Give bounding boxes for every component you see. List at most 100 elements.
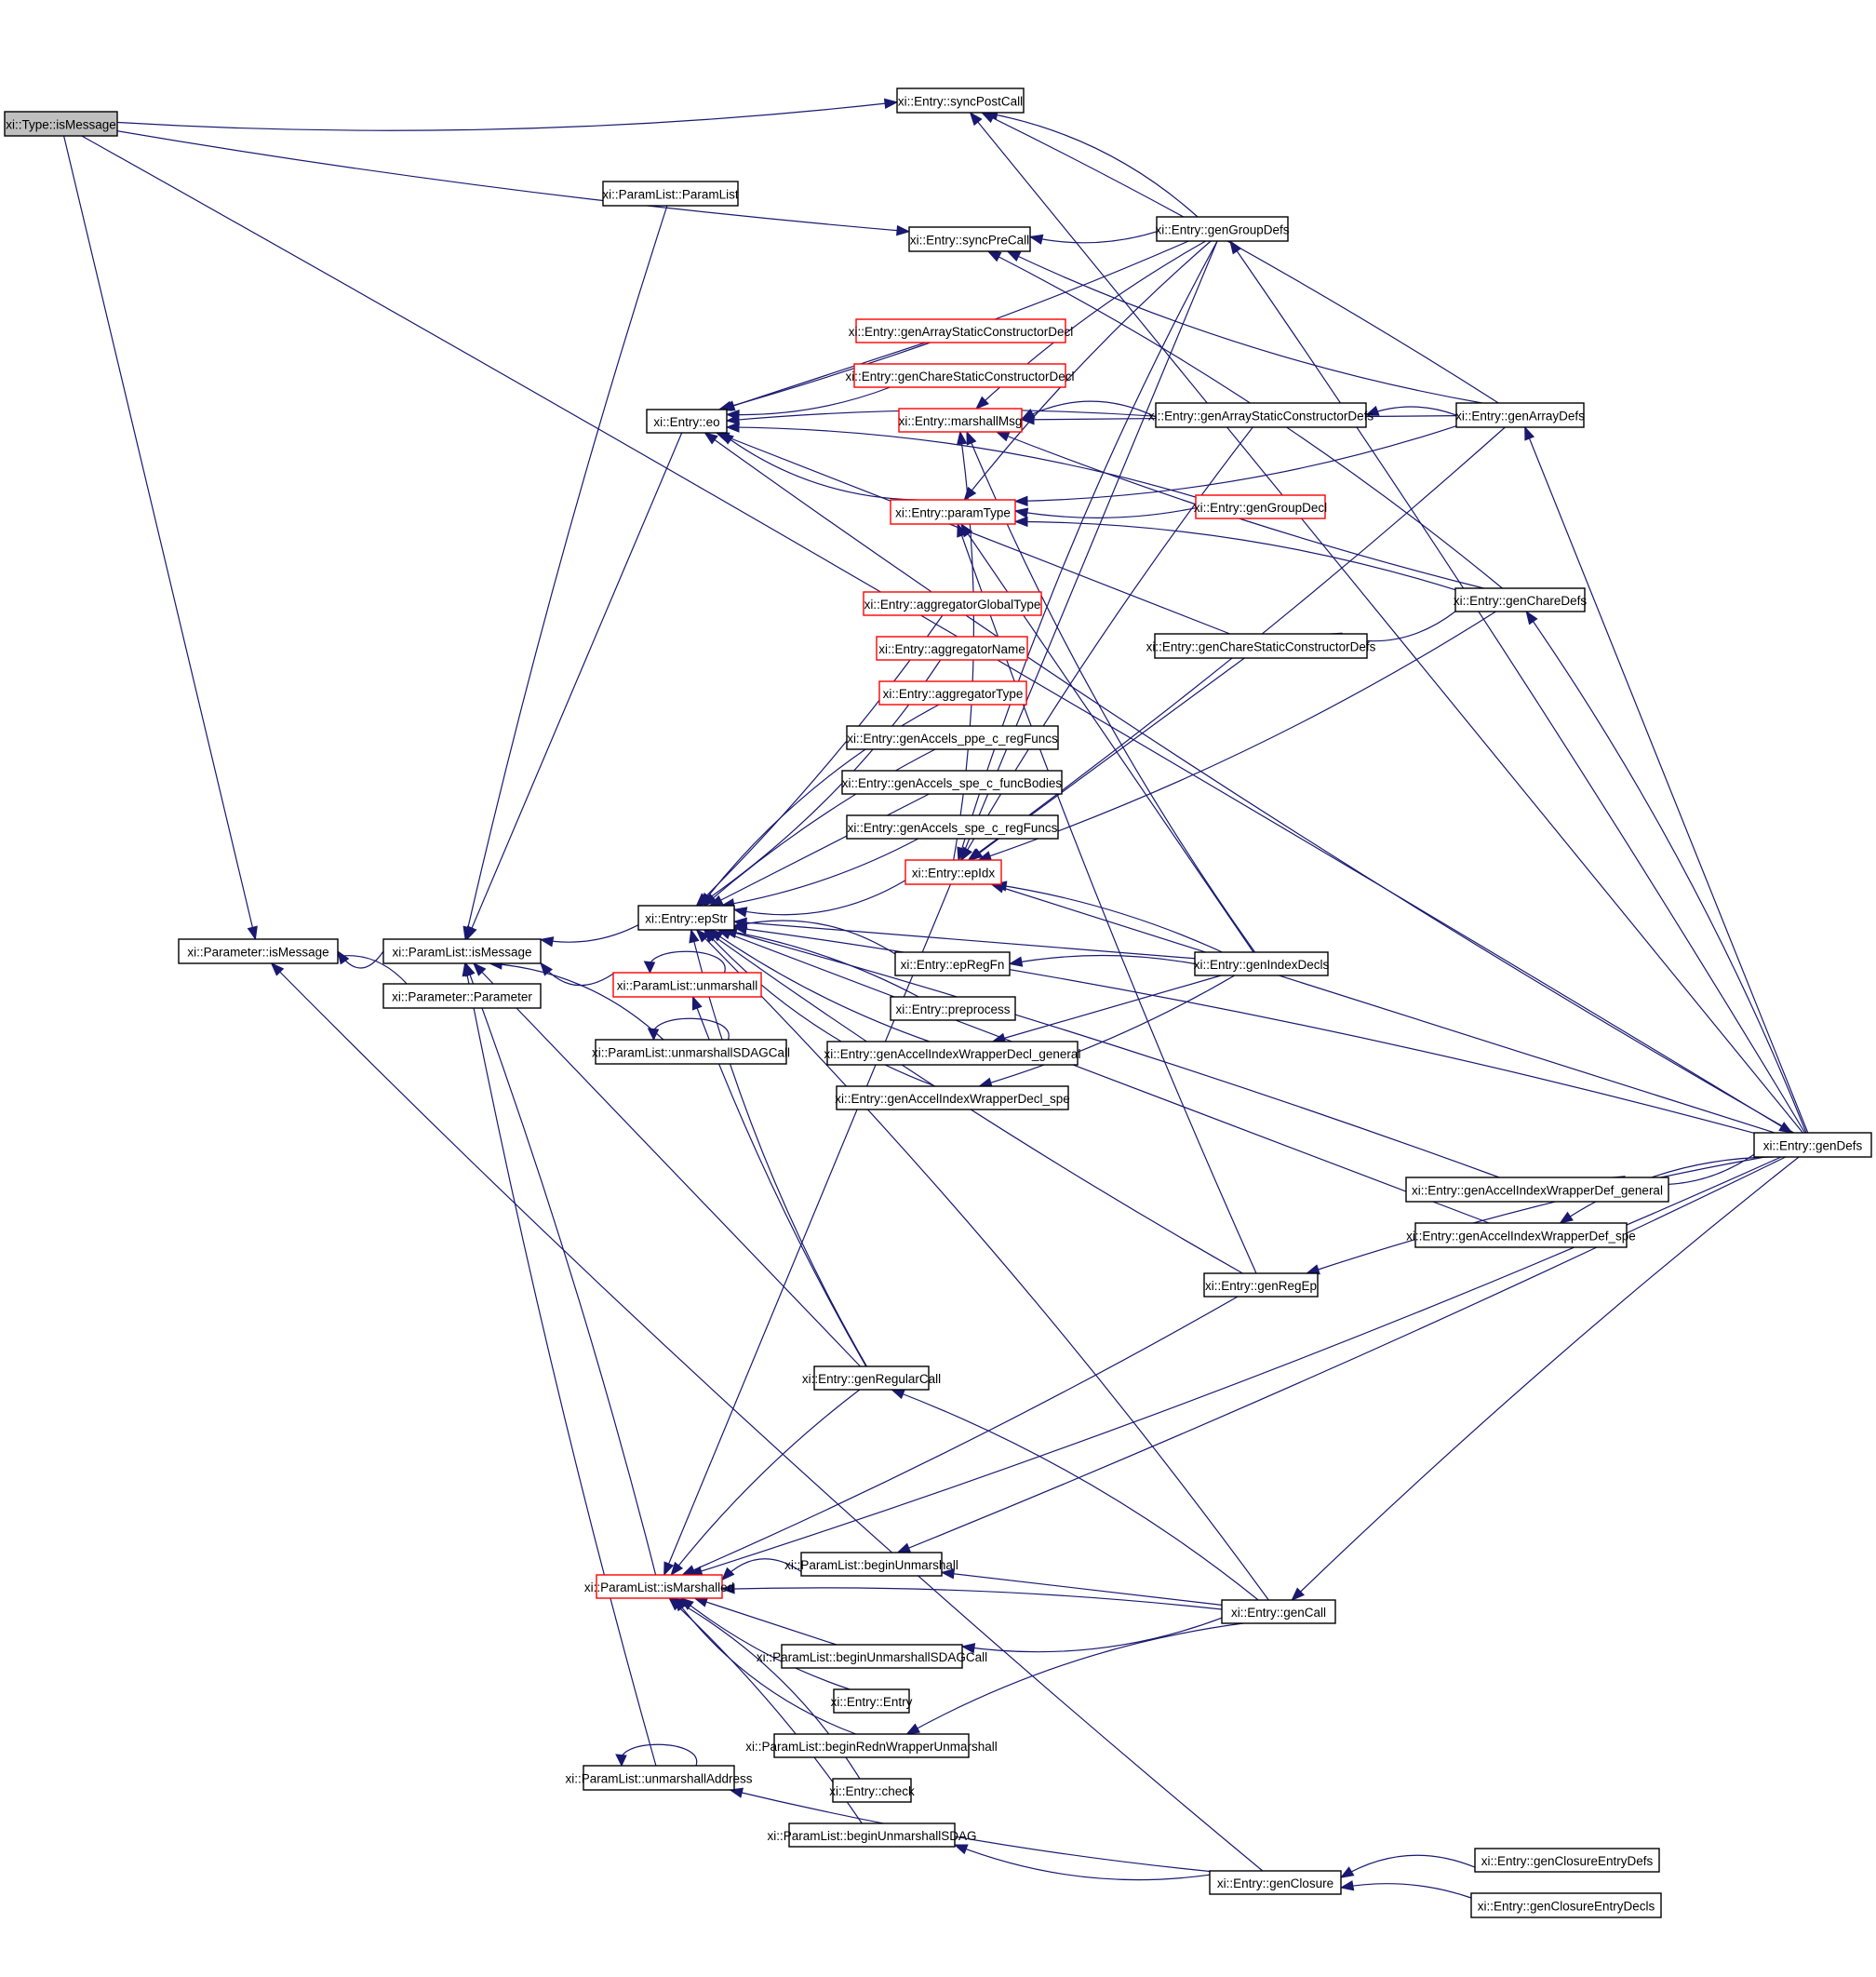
- node-ep-reg-fn[interactable]: xi::Entry::epRegFn: [894, 951, 1011, 976]
- node-is-marshalled[interactable]: xi::ParamList::isMarshalled: [584, 1574, 734, 1599]
- node-gen-chare-static-constructor-decl[interactable]: xi::Entry::genChareStaticConstructorDecl: [845, 363, 1075, 388]
- edge-arrowhead: [643, 961, 656, 975]
- node-parameter-ctor[interactable]: xi::Parameter::Parameter: [382, 983, 542, 1009]
- node-ep-idx[interactable]: xi::Entry::epIdx: [904, 859, 1002, 885]
- node-box: [583, 1765, 735, 1791]
- node-gen-accel-index-wrapper-decl-general[interactable]: xi::Entry::genAccelIndexWrapperDecl_gene…: [824, 1041, 1081, 1066]
- edge-is-marshalled-to-param-list-is-message: [464, 962, 657, 1576]
- node-gen-array-static-constructor-decl[interactable]: xi::Entry::genArrayStaticConstructorDecl: [849, 318, 1074, 343]
- edge-begin-unmarshall-sdagcall-to-is-marshalled: [694, 1597, 838, 1646]
- edge-arrowhead: [663, 1561, 675, 1577]
- node-box: [800, 1552, 943, 1577]
- node-box: [894, 951, 1011, 976]
- edge-gen-group-decl-to-param-type: [1014, 507, 1197, 518]
- edge-gen-accel-index-wrapper-def-spe-to-ep-str: [717, 929, 1490, 1224]
- edge-arrowhead: [1339, 1866, 1355, 1878]
- edge-type-is-message-to-parameter-is-message: [63, 135, 256, 940]
- edge-arrowhead: [708, 894, 724, 907]
- edge-arrowhead: [1006, 250, 1022, 262]
- node-box: [855, 318, 1066, 343]
- edge-gen-accel-index-wrapper-decl-general-to-ep-str: [709, 929, 931, 1042]
- node-label: xi::Entry::syncPreCall: [910, 234, 1029, 248]
- node-gen-defs[interactable]: xi::Entry::genDefs: [1753, 1132, 1872, 1158]
- node-box: [846, 725, 1059, 750]
- edge-arrowhead: [957, 522, 968, 538]
- node-gen-reg-ep[interactable]: xi::Entry::genRegEp: [1203, 1272, 1319, 1298]
- node-marshall-msg[interactable]: xi::Entry::marshallMsg: [898, 408, 1023, 433]
- node-sync-pre-call[interactable]: xi::Entry::syncPreCall: [908, 226, 1031, 252]
- node-box: [788, 1822, 956, 1848]
- node-gen-index-decls[interactable]: xi::Entry::genIndexDecls: [1194, 951, 1330, 976]
- edge-gen-array-defs-to-sync-pre-call: [1007, 250, 1482, 404]
- edge-arrowhead: [695, 929, 710, 943]
- edge-arrowhead: [337, 949, 350, 965]
- node-gen-regular-call[interactable]: xi::Entry::genRegularCall: [802, 1365, 941, 1391]
- edge-arrowhead: [896, 224, 911, 236]
- node-sync-post-call[interactable]: xi::Entry::syncPostCall: [896, 87, 1025, 114]
- edge-gen-group-defs-to-sync-post-call: [985, 112, 1199, 218]
- node-aggregator-name[interactable]: xi::Entry::aggregatorName: [876, 636, 1028, 661]
- edge-param-list-ctor-to-param-list-is-message: [464, 205, 668, 940]
- node-begin-unmarshall[interactable]: xi::ParamList::beginUnmarshall: [784, 1552, 958, 1577]
- node-gen-array-defs[interactable]: xi::Entry::genArrayDefs: [1455, 402, 1585, 428]
- node-gen-array-static-constructor-defs[interactable]: xi::Entry::genArrayStaticConstructorDefs: [1148, 402, 1374, 428]
- node-aggregator-type[interactable]: xi::Entry::aggregatorType: [878, 680, 1027, 706]
- node-gen-closure[interactable]: xi::Entry::genClosure: [1209, 1870, 1342, 1895]
- edge-gen-accel-index-wrapper-decl-spe-to-ep-str: [704, 929, 936, 1087]
- node-parameter-is-message[interactable]: xi::Parameter::isMessage: [178, 938, 339, 964]
- node-begin-unmarshall-sdagcall[interactable]: xi::ParamList::beginUnmarshallSDAGCall: [757, 1644, 987, 1669]
- node-unmarshall-sdagcall[interactable]: xi::ParamList::unmarshallSDAGCall: [592, 1039, 790, 1065]
- node-param-type[interactable]: xi::Entry::paramType: [890, 499, 1016, 525]
- edge-ep-reg-fn-to-ep-str: [733, 920, 896, 955]
- edge-gen-index-decls-to-gen-accel-index-wrapper-decl-general: [992, 975, 1222, 1042]
- node-begin-redn-wrapper-unmarshall[interactable]: xi::ParamList::beginRednWrapperUnmarshal…: [745, 1733, 998, 1758]
- edge-gen-defs-to-gen-call: [1291, 1156, 1800, 1601]
- node-entry-ctor[interactable]: xi::Entry::Entry: [831, 1688, 913, 1714]
- node-box: [833, 1688, 910, 1714]
- edge-gen-regular-call-to-is-marshalled: [670, 1389, 861, 1576]
- node-gen-closure-entry-decls[interactable]: xi::Entry::genClosureEntryDecls: [1470, 1892, 1662, 1918]
- edge-arrowhead: [966, 430, 977, 446]
- edge-arrowhead: [703, 893, 717, 907]
- node-gen-accel-index-wrapper-def-general[interactable]: xi::Entry::genAccelIndexWrapperDef_gener…: [1405, 1177, 1669, 1203]
- node-gen-accel-index-wrapper-decl-spe[interactable]: xi::Entry::genAccelIndexWrapperDecl_spe: [835, 1085, 1070, 1110]
- node-label: xi::Entry::genAccelIndexWrapperDecl_spe: [835, 1092, 1070, 1106]
- node-check[interactable]: xi::Entry::check: [829, 1778, 915, 1803]
- edge-arrowhead: [969, 111, 983, 127]
- node-gen-accel-index-wrapper-def-spe[interactable]: xi::Entry::genAccelIndexWrapperDef_spe: [1406, 1222, 1636, 1248]
- node-box: [863, 591, 1042, 616]
- node-gen-closure-entry-defs[interactable]: xi::Entry::genClosureEntryDefs: [1474, 1848, 1660, 1873]
- node-label: xi::Entry::genClosureEntryDefs: [1481, 1854, 1654, 1868]
- node-gen-call[interactable]: xi::Entry::genCall: [1221, 1599, 1336, 1624]
- node-aggregator-global-type[interactable]: xi::Entry::aggregatorGlobalType: [863, 591, 1042, 616]
- node-label: xi::Entry::epStr: [645, 912, 728, 926]
- node-eo[interactable]: xi::Entry::eo: [646, 409, 728, 434]
- edge-arrowhead: [466, 925, 477, 941]
- edge-gen-group-defs-to-param-type: [963, 240, 1212, 501]
- node-gen-group-decl[interactable]: xi::Entry::genGroupDecl: [1194, 494, 1327, 519]
- node-begin-unmarshall-sdag[interactable]: xi::ParamList::beginUnmarshallSDAG: [767, 1822, 977, 1848]
- edge-gen-index-decls-to-ep-idx: [994, 883, 1223, 953]
- node-gen-chare-static-constructor-defs[interactable]: xi::Entry::genChareStaticConstructorDefs: [1146, 633, 1376, 659]
- edge-arrowhead: [980, 112, 996, 124]
- node-gen-accels-spe-c-func-bodies[interactable]: xi::Entry::genAccels_spe_c_funcBodies: [841, 770, 1063, 795]
- node-unmarshall[interactable]: xi::ParamList::unmarshall: [612, 972, 762, 998]
- node-label: xi::ParamList::beginUnmarshall: [784, 1558, 958, 1572]
- node-box: [1470, 1892, 1662, 1918]
- node-gen-chare-defs[interactable]: xi::Entry::genChareDefs: [1454, 587, 1588, 612]
- node-preprocess[interactable]: xi::Entry::preprocess: [890, 996, 1016, 1021]
- node-param-list-ctor[interactable]: xi::ParamList::ParamList: [602, 181, 739, 207]
- node-label: xi::ParamList::ParamList: [602, 188, 739, 202]
- edge-arrowhead: [975, 396, 989, 410]
- edge-arrowhead: [883, 98, 899, 109]
- edge-gen-call-to-gen-regular-call: [891, 1389, 1259, 1601]
- node-gen-accels-spe-c-reg-funcs[interactable]: xi::Entry::genAccels_spe_c_regFuncs: [846, 814, 1059, 840]
- node-gen-accels-ppe-c-reg-funcs[interactable]: xi::Entry::genAccels_ppe_c_regFuncs: [846, 725, 1059, 750]
- edge-gen-defs-to-gen-array-defs: [1524, 426, 1809, 1134]
- node-ep-str[interactable]: xi::Entry::epStr: [637, 905, 735, 931]
- node-unmarshall-address[interactable]: xi::ParamList::unmarshallAddress: [565, 1765, 753, 1791]
- edge-arrowhead: [896, 1542, 912, 1553]
- node-gen-group-defs[interactable]: xi::Entry::genGroupDefs: [1155, 216, 1290, 242]
- node-type-is-message[interactable]: xi::Type::isMessage: [4, 111, 118, 137]
- node-param-list-is-message[interactable]: xi::ParamList::isMessage: [382, 938, 542, 964]
